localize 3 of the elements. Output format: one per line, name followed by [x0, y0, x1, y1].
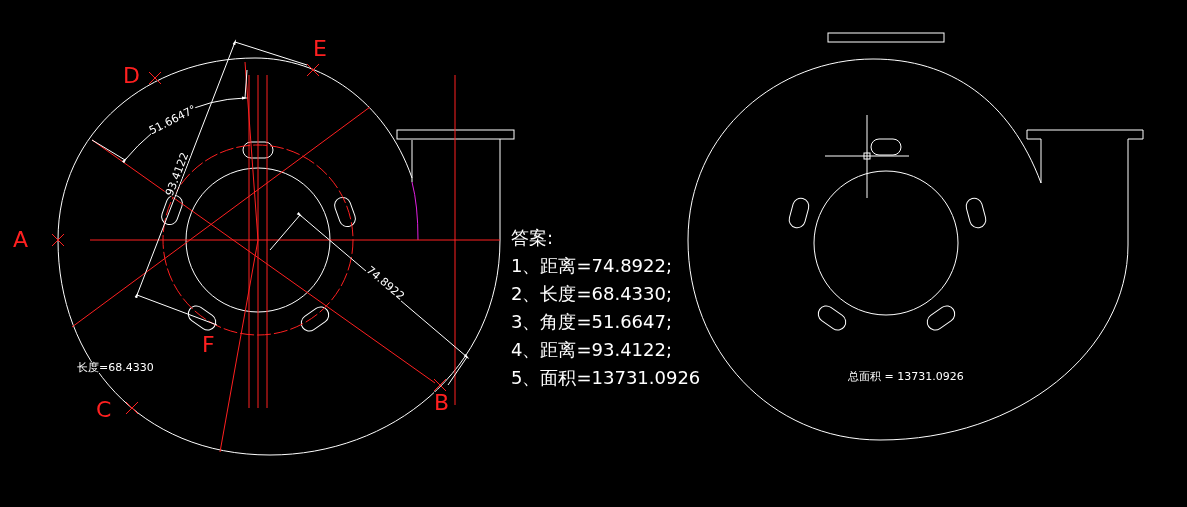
- measurement-note: 总面积 = 13731.0926: [848, 371, 964, 382]
- measurement-note: 长度=68.4330: [77, 362, 154, 373]
- answer-heading: 答案:: [511, 229, 554, 247]
